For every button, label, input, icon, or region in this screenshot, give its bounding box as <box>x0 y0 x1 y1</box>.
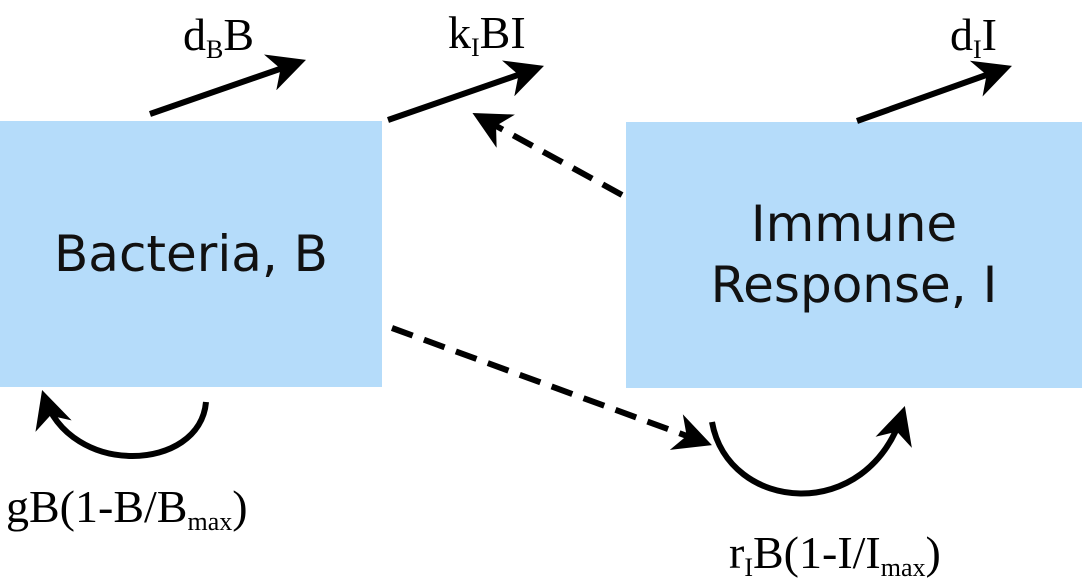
bacteria-growth-label: gB(1-B/Bmax) <box>6 481 248 536</box>
immune-decay-arrow <box>855 60 1012 124</box>
killing-rate-label: kIBI <box>448 7 526 62</box>
bacteria-growth-loop <box>35 389 209 459</box>
bacteria-node: Bacteria, B <box>0 121 382 387</box>
immune-growth-label: rIB(1-I/Imax) <box>729 527 941 579</box>
immune-node-label-line1: Immune <box>750 195 958 253</box>
immune-to-killing-arrow <box>472 112 624 198</box>
killing-arrow <box>387 60 544 123</box>
bacteria-death-arrow <box>149 54 306 117</box>
immune-response-node: Immune Response, I <box>626 122 1082 388</box>
bacteria-node-label: Bacteria, B <box>54 224 328 283</box>
bacteria-to-immune-growth-arrow <box>390 325 712 450</box>
immune-growth-loop <box>709 405 912 497</box>
immune-decay-rate-label: dII <box>950 9 997 64</box>
bacteria-death-rate-label: dBB <box>183 9 255 64</box>
immune-node-label-line2: Response, I <box>710 256 998 314</box>
